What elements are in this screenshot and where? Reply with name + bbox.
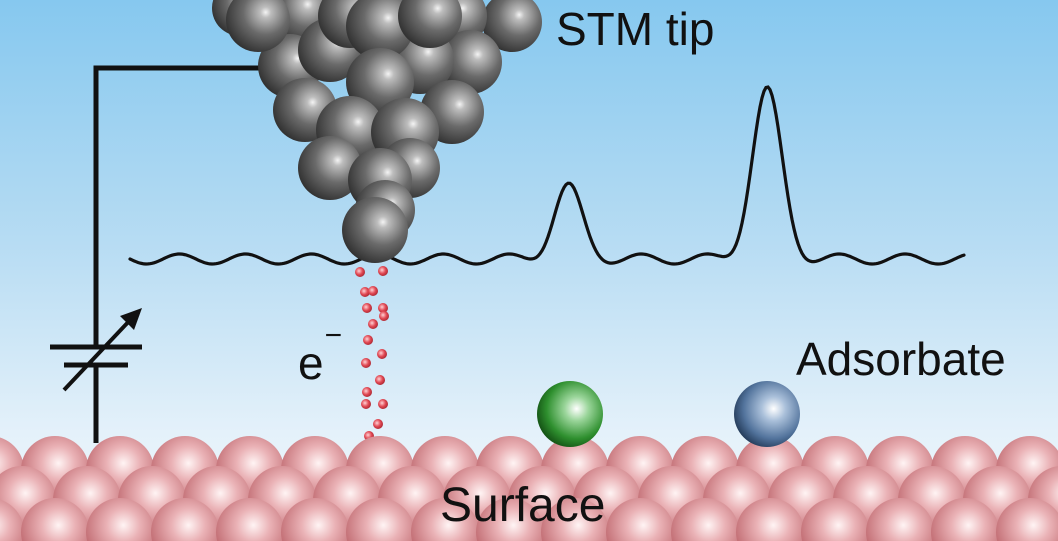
electron-dot — [379, 311, 389, 321]
surface-atom — [346, 498, 414, 541]
adsorbate-label: Adsorbate — [796, 333, 1006, 385]
electron-dot — [377, 349, 387, 359]
electron-dot — [375, 375, 385, 385]
surface-atom — [216, 498, 284, 541]
electron-dot — [378, 399, 388, 409]
surface-atom — [671, 498, 739, 541]
tip-atom — [346, 0, 414, 60]
electron-symbol: e — [298, 337, 324, 389]
tip-atom — [398, 0, 462, 48]
tip-atom — [226, 0, 290, 52]
electron-dot — [362, 303, 372, 313]
variable-voltage-source-icon — [50, 308, 142, 392]
electron-dot — [363, 335, 373, 345]
electron-dot — [373, 419, 383, 429]
surface-atom — [476, 498, 544, 541]
tip-atom — [342, 197, 408, 263]
circuit — [50, 65, 268, 443]
tip-atom — [438, 30, 502, 94]
electron-dot — [378, 303, 388, 313]
stm-tip-label: STM tip — [556, 3, 715, 55]
tunneling-current-curve — [128, 85, 966, 266]
surface-lattice — [0, 436, 1058, 541]
surface-atom — [996, 498, 1058, 541]
electron-dot — [368, 319, 378, 329]
electron-dot — [361, 358, 371, 368]
electron-dot — [368, 286, 378, 296]
surface-atom — [86, 498, 154, 541]
tip-atom — [482, 0, 542, 52]
surface-atom — [21, 498, 89, 541]
electron-dot — [355, 267, 365, 277]
surface-atom — [151, 498, 219, 541]
electron-dot — [362, 387, 372, 397]
surface-atom — [0, 499, 24, 541]
surface-atom — [606, 498, 674, 541]
surface-atom — [281, 498, 349, 541]
electron-dot — [360, 287, 370, 297]
electron-charge: − — [324, 318, 343, 352]
electron-dot — [378, 266, 388, 276]
circuit-wire — [93, 65, 268, 443]
tip-atom — [298, 136, 362, 200]
surface-atom — [411, 498, 479, 541]
adsorbate-atom-green — [537, 381, 603, 447]
surface-atom — [801, 498, 869, 541]
surface-atom — [931, 498, 999, 541]
electron-dot — [361, 399, 371, 409]
surface-atom — [736, 498, 804, 541]
electron-label: e− — [298, 319, 342, 390]
surface-label: Surface — [440, 479, 606, 532]
adsorbates — [537, 381, 800, 447]
electron-stream — [355, 266, 389, 441]
surface-atom — [866, 498, 934, 541]
adsorbate-atom-blue — [734, 381, 800, 447]
stm-tip — [212, 0, 542, 263]
surface-atom — [541, 498, 609, 541]
